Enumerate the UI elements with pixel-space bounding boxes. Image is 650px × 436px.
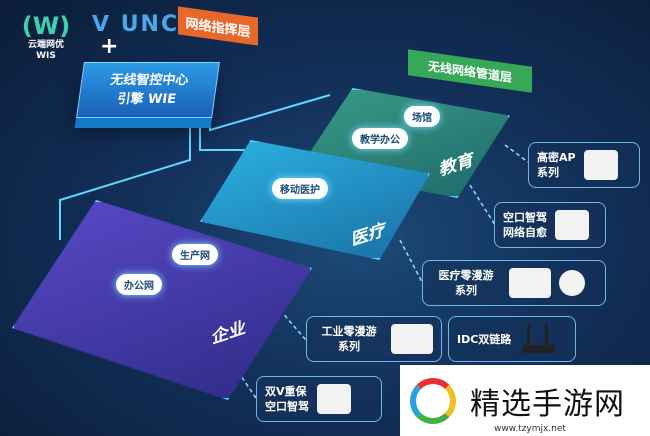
product-line1: 高密AP (537, 151, 576, 164)
pill-venue: 场馆 (404, 106, 440, 127)
pill-mobile-care: 移动医护 (272, 178, 328, 199)
engine-subtitle: 引擎 WIE (116, 92, 178, 107)
product-line1: 双V重保 (265, 385, 307, 398)
product-card-medical-roaming: 医疗零漫游系列 (422, 260, 606, 306)
product-line2: 系列 (455, 284, 477, 297)
engine-title: 无线智控中心 (109, 73, 190, 88)
watermark-title: 精选手游网 (470, 386, 625, 422)
unc-icon: ᐯ (92, 12, 121, 37)
pill-production-network: 生产网 (172, 244, 218, 265)
product-card-dual-v: 双V重保空口智驾 (256, 376, 382, 422)
access-point-icon (583, 150, 618, 180)
wis-icon: (W) (21, 12, 71, 40)
unc-logo: ᐯ UNC (92, 12, 179, 37)
product-card-industrial-roaming: 工业零漫游系列 (306, 316, 442, 362)
access-point-icon (391, 324, 433, 354)
product-line1: IDC双链路 (457, 332, 512, 346)
product-card-high-density-ap: 高密AP 系列 (528, 142, 640, 188)
watermark: 精选手游网 www.tzymjx.net (400, 365, 650, 436)
product-line2: 网络自愈 (503, 226, 547, 239)
access-point-icon (555, 210, 589, 240)
router-icon (519, 325, 557, 353)
product-line2: 系列 (338, 340, 360, 353)
product-line1: 医疗零漫游 (438, 269, 494, 282)
access-point-icon (509, 268, 551, 298)
product-line2: 系列 (537, 166, 559, 179)
pill-office-network: 办公网 (116, 274, 162, 295)
wis-name: 云端网优 (27, 40, 64, 50)
unc-text: UNC (120, 12, 180, 37)
wis-code: WIS (36, 51, 56, 61)
product-line1: 工业零漫游 (321, 325, 377, 338)
product-line2: 空口智驾 (265, 400, 309, 413)
pill-teaching-office: 教学办公 (352, 128, 408, 149)
ceiling-ap-icon (559, 270, 585, 296)
product-line1: 空口智驾 (503, 211, 547, 224)
wie-engine-block: 无线智控中心 引擎 WIE (76, 62, 220, 118)
product-card-idc-dual-link: IDC双链路 (448, 316, 576, 362)
product-card-air-self-heal: 空口智驾网络自愈 (494, 202, 606, 248)
access-point-icon (317, 384, 351, 414)
watermark-logo-icon (410, 377, 456, 424)
wis-logo: (W) 云端网优 WIS (16, 12, 76, 62)
plus-sign: + (100, 34, 119, 59)
watermark-url: www.tzymjx.net (494, 424, 566, 434)
